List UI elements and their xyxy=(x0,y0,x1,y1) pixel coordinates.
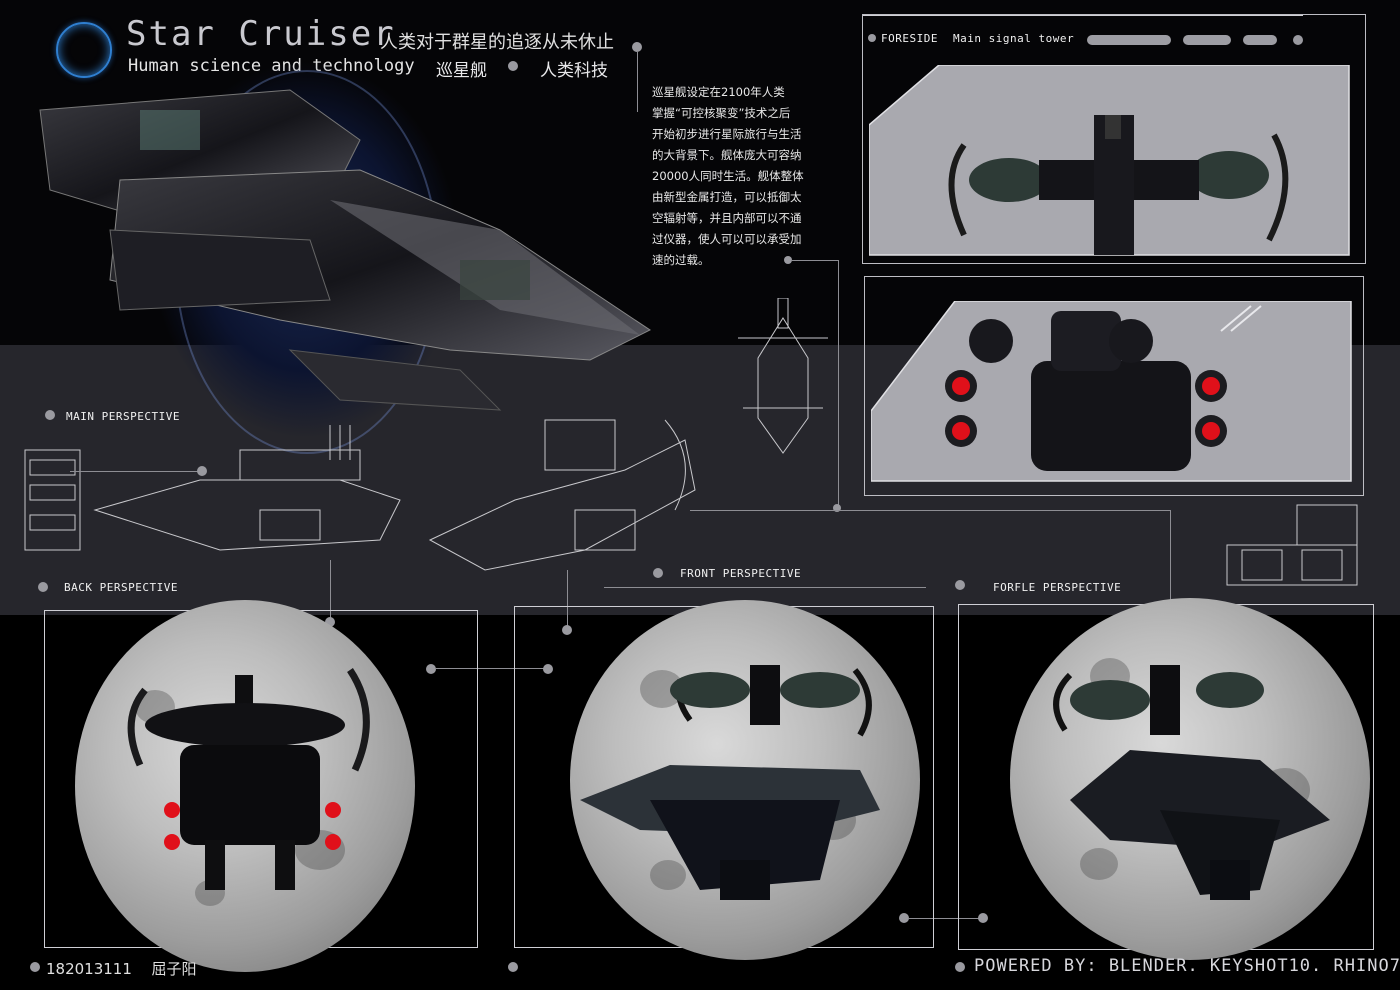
connector-dot-icon xyxy=(833,504,841,512)
footer-dot-icon xyxy=(30,962,40,972)
footer-credit: 182013111 屈子阳 xyxy=(46,958,196,979)
hero-ship-render xyxy=(39,89,651,411)
connector-line xyxy=(567,570,568,630)
student-id: 182013111 xyxy=(46,960,132,978)
description-line: 空辐射等，并且内部可以不通 xyxy=(652,211,802,225)
connector-dot-icon xyxy=(562,625,572,635)
description-line: 过仪器，使人可以可以承受加 xyxy=(652,232,802,246)
foreside-sublabel: Main signal tower xyxy=(953,32,1075,45)
foreside-panel: FORESIDE Main signal tower xyxy=(862,14,1366,264)
connector-line xyxy=(436,668,544,669)
foreside-render xyxy=(869,65,1350,256)
page-title-cn: 人类对于群星的追逐从未休止 xyxy=(380,32,614,53)
back-perspective-dot-icon xyxy=(38,582,48,592)
front-perspective-dot-icon xyxy=(653,568,663,578)
connector-line xyxy=(838,260,839,510)
connector-dot-icon xyxy=(899,913,909,923)
powered-by: POWERED BY: BLENDER. KEYSHOT10. RHINO7 . xyxy=(974,956,1400,976)
forfle-ship-render xyxy=(1053,665,1330,900)
connector-line xyxy=(909,918,979,919)
connector-dot-icon xyxy=(978,913,988,923)
description-line: 的大背景下。舰体庞大可容纳 xyxy=(652,148,802,162)
description-text: 巡星舰设定在2100年人类 掌握“可控核聚变”技术之后 开始初步进行星际旅行与生… xyxy=(652,82,812,271)
connector-dot-icon xyxy=(784,256,792,264)
connector-dot-icon xyxy=(426,664,436,674)
author-name: 屈子阳 xyxy=(151,960,197,978)
wireframe-angle xyxy=(428,419,696,571)
front-perspective-label: FRONT PERSPECTIVE xyxy=(680,567,802,580)
back-ship-render xyxy=(127,668,370,890)
connector-dot-icon xyxy=(325,617,335,627)
rear-panel xyxy=(864,276,1364,496)
description-line: 速的过载。 xyxy=(652,253,710,267)
main-perspective-label: MAIN PERSPECTIVE xyxy=(66,410,180,423)
wireframe-top xyxy=(738,298,828,454)
panel-top-line xyxy=(863,15,1303,16)
connector-line xyxy=(1170,510,1171,630)
subtitle-cn-2: 人类科技 xyxy=(540,61,608,81)
foreside-label: FORESIDE xyxy=(881,32,938,45)
description-line: 20000人同时生活。舰体整体 xyxy=(652,169,804,183)
moon-crater xyxy=(650,860,686,890)
rear-render xyxy=(871,301,1352,482)
wireframe-main xyxy=(24,425,401,551)
decor-pill xyxy=(1183,35,1231,45)
header-dot-icon xyxy=(632,42,642,52)
decor-pill xyxy=(1243,35,1277,45)
description-line: 巡星舰设定在2100年人类 xyxy=(652,85,785,99)
description-line: 掌握“可控核聚变”技术之后 xyxy=(652,106,791,120)
connector-line xyxy=(70,471,200,472)
page-title: Star Cruiser xyxy=(126,14,396,54)
subtitle-cn-1: 巡星舰 xyxy=(436,61,487,81)
forfle-perspective-label: FORFLE PERSPECTIVE xyxy=(993,581,1122,594)
connector-line xyxy=(792,260,838,261)
connector-line xyxy=(604,587,926,588)
connector-line xyxy=(637,52,638,112)
main-perspective-dot-icon xyxy=(45,410,55,420)
panel-dot-icon xyxy=(1293,35,1303,45)
description-line: 由新型金属打造，可以抵御太 xyxy=(652,190,802,204)
description-line: 开始初步进行星际旅行与生活 xyxy=(652,127,802,141)
panel-dot-icon xyxy=(868,34,876,42)
forfle-perspective-dot-icon xyxy=(955,580,965,590)
connector-line xyxy=(330,560,331,620)
back-perspective-label: BACK PERSPECTIVE xyxy=(64,581,178,594)
moon-crater xyxy=(1080,848,1118,880)
footer-dot-icon xyxy=(955,962,965,972)
subtitle-dot-icon xyxy=(508,61,518,71)
connector-dot-icon xyxy=(543,664,553,674)
connector-dot-icon xyxy=(197,466,207,476)
logo-ring-icon xyxy=(56,22,112,78)
footer-dot-icon xyxy=(508,962,518,972)
front-ship-render xyxy=(580,665,880,900)
connector-line xyxy=(690,510,1170,511)
decor-pill xyxy=(1087,35,1171,45)
wireframe-side xyxy=(1226,504,1358,586)
